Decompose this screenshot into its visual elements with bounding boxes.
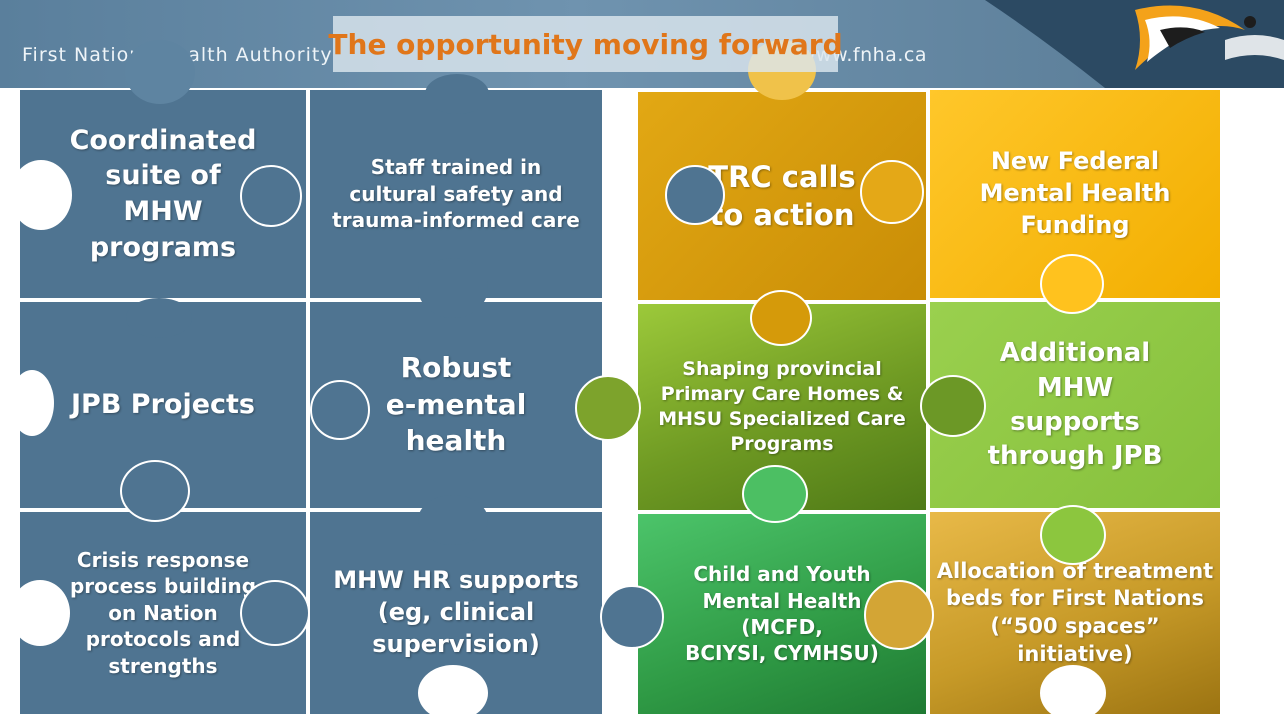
piece-mhw-hr-label: MHW HR supports (eg, clinical supervisio… [333, 566, 579, 658]
puzzle-notch [418, 665, 488, 721]
piece-jpb-label: JPB Projects [70, 389, 256, 421]
puzzle-notch [1040, 665, 1106, 721]
puzzle-knob [240, 580, 310, 646]
puzzle-knob [1040, 254, 1104, 314]
slide-title-box: The opportunity moving forward [328, 16, 843, 72]
piece-crisis-label: Crisis response process building on Nati… [69, 548, 257, 678]
puzzle-notch [10, 580, 70, 646]
piece-allocation-label: Allocation of treatment beds for First N… [936, 558, 1214, 666]
puzzle-knob [920, 375, 986, 437]
puzzle-knob [665, 165, 725, 225]
puzzle-knob [742, 465, 808, 523]
piece-child-youth-label: Child and Youth Mental Health (MCFD, BCI… [685, 562, 879, 666]
slide-title: The opportunity moving forward [328, 27, 843, 61]
puzzle-notch [1225, 585, 1284, 651]
puzzle-notch [126, 298, 192, 338]
piece-staff-trained-label: Staff trained in cultural safety and tra… [332, 155, 580, 233]
puzzle-notch [125, 40, 195, 104]
puzzle-knob [310, 380, 370, 440]
puzzle-notch [425, 74, 489, 114]
piece-federal-funding: New Federal Mental Health Funding [928, 88, 1222, 300]
puzzle-notch [418, 495, 488, 545]
puzzle-knob [600, 585, 664, 649]
puzzle-knob [864, 580, 934, 650]
puzzle-notch [418, 258, 488, 318]
piece-shaping-provincial: Shaping provincial Primary Care Homes & … [636, 302, 928, 512]
piece-coordinated-label: Coordinated suite of MHW programs [69, 124, 257, 263]
piece-additional-label: Additional MHW supports through JPB [987, 338, 1163, 472]
puzzle-knob [1040, 505, 1106, 565]
puzzle-notch [10, 160, 72, 230]
puzzle-notch [1225, 160, 1284, 230]
puzzle-knob [240, 165, 302, 227]
puzzle-knob [575, 375, 641, 441]
piece-trc-label: TRC calls to action [708, 159, 856, 232]
piece-trc-calls: TRC calls to action [636, 90, 928, 302]
piece-robust-label: Robust e-mental health [385, 350, 527, 458]
piece-additional-mhw: Additional MHW supports through JPB [928, 300, 1222, 510]
piece-shaping-label: Shaping provincial Primary Care Homes & … [658, 357, 906, 456]
puzzle-notch [10, 370, 54, 436]
puzzle-knob [120, 460, 190, 522]
puzzle-knob [750, 290, 812, 346]
piece-federal-label: New Federal Mental Health Funding [979, 147, 1171, 239]
fnha-logo-icon [985, 0, 1284, 88]
puzzle-notch [1225, 380, 1284, 446]
puzzle-knob [860, 160, 924, 224]
